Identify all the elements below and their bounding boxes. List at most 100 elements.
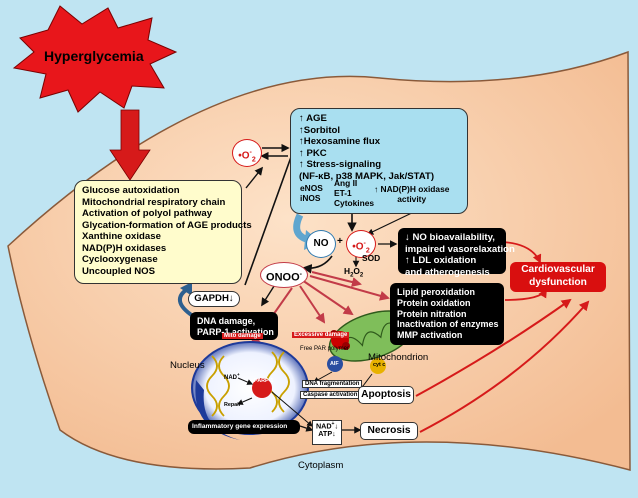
ros-source-item: Activation of polyol pathway [82,208,213,219]
inflammatory-gene-box: Inflammatory gene expression [188,420,300,434]
nucleus-label: Nucleus [170,360,205,371]
superoxide-dot: • [238,150,242,162]
nadph-activity-line: ↑ NAD(P)H oxidase [374,184,450,194]
enos-inos-label: eNOS iNOS [300,183,323,203]
h2o2-sub2: 2 [359,272,364,279]
nad-atp-nad: NAD [315,421,332,431]
free-par-polymer-label: Free PAR polymer [300,346,349,352]
cvd-line: dysfunction [529,276,587,288]
ros-source-item: Glucose autoxidation [82,185,180,196]
superoxide-sub: 2 [365,247,370,255]
no-to-onoo-arrow [302,255,333,274]
nadph-to-superoxide-arrow [366,209,419,235]
nad-atp-down1: ↓ [334,421,339,431]
oxidative-damage-item: Protein nitration [397,308,467,319]
inflammatory-to-nad-arrow [299,424,314,432]
necrosis-to-cvd-arrow [419,300,590,433]
pathway-item: ↑ PKC [299,147,327,159]
enos-label: eNOS [300,183,323,193]
nucleus-shadow [195,380,240,440]
superoxide-dot: • [352,241,356,253]
ros-sources-box: Glucose autoxidation Mitochondrial respi… [74,180,252,284]
nad-small-text: NAD [224,375,237,381]
aif-circle [327,356,343,372]
superoxide-node-2: •O-2 [346,230,376,258]
no-bio-line: and atherogenesis [405,266,490,278]
cytc-label: cyt c [373,362,386,368]
superoxide-node: •O-2 [232,139,262,167]
plus-sign: + [337,236,343,247]
dna-damage-line: DNA damage, [197,316,256,326]
mediators-label: Ang II ET-1 Cytokines [334,178,374,208]
repair-label: Repair [224,402,241,408]
pathways-box: ↑ AGE ↑Sorbitol ↑Hexosamine flux ↑ PKC ↑… [290,108,468,214]
dna-damage-line: PARP-1 activation [197,326,274,337]
sod-label: SOD [362,253,381,263]
oxidative-damage-box: Lipid peroxidation Protein oxidation Pro… [390,283,504,345]
nadph-activity-label: ↑ NAD(P)H oxidase activity [374,184,449,204]
cytc-circle [370,358,386,374]
gapdh-box: GAPDH↓ [188,291,240,307]
mediator-item: Ang II [334,178,358,188]
cytoplasm-label: Cytoplasm [298,460,344,471]
no-bio-line: ↓ NO bioavailability, [405,232,495,243]
sources-to-superoxide-arrow [245,166,264,189]
oxidative-damage-item: MMP activation [397,330,463,341]
nad-small-sup: + [237,372,240,377]
cvd-line: Cardiovascular [521,264,595,275]
superoxide-base: O [355,241,364,253]
mediator-item: Cytokines [334,198,375,209]
nad-to-parp-arrow [237,377,254,385]
mito-damage-label: Mito damage [222,333,263,339]
parp-to-nad-atp-arrow [271,391,313,427]
nad-atp-down2: ↓ [332,429,336,439]
peroxynitrite-label: ONOO [266,271,300,284]
caspase-activation-label: Caspase activation [300,391,361,399]
cardiovascular-dysfunction-box: Cardiovascular dysfunction [510,262,606,292]
hyperglycemia-label: Hyperglycemia [44,48,144,64]
mitochondrion-label: Mitochondrion [368,352,429,363]
h2o2-label: H2O2 [344,266,363,279]
ros-source-item: Glycation-formation of AGE products [82,219,252,231]
no-bioavailability-box: ↓ NO bioavailability, impaired vasorelax… [398,228,515,278]
mediator-item: ET-1 [334,188,352,199]
no-bio-line: impaired vasorelaxation [405,243,515,255]
pathway-item: ↑Hexosamine flux [299,136,381,147]
hyperglycemia-starburst [12,5,178,113]
nad-small-label: NAD+ [224,372,240,381]
superoxide-sub: 2 [251,156,256,164]
superoxide-sup: - [363,240,366,247]
excessive-damage-label: Excessive damage [292,332,350,338]
ros-source-item: Cyclooxygenase [82,254,158,265]
superoxide-sup: - [249,149,252,156]
ros-source-item: Mitochondrial respiratory chain [82,196,226,208]
h2o2-h: H [344,266,351,276]
hyperglycemia-arrow [109,109,151,181]
parp-blob [252,378,272,398]
dna-damage-to-gapdh-arrowhead [180,282,192,296]
peroxynitrite-sup: - [299,271,302,278]
inos-label: iNOS [300,193,321,204]
nad-atp-atp: ATP [318,429,333,439]
superoxide-base: O [241,150,250,162]
no-node: NO [306,230,336,258]
parp-label: PARP-1 [254,378,274,384]
aif-label: AIF [330,361,339,367]
necrosis-box: Necrosis [360,422,418,440]
oxidative-damage-item: Lipid peroxidation [397,287,475,297]
ros-source-item: Uncoupled NOS [82,265,156,277]
h2o2-o: O [353,266,360,276]
pathway-item: ↑ AGE [299,113,327,124]
nadph-activity-line: activity [397,194,427,205]
pathway-item: (NF-κB, p38 MAPK, Jak/STAT) [299,170,435,182]
cell-body [7,50,631,471]
pathway-item: ↑Sorbitol [299,124,341,136]
ros-source-item: Xanthine oxidase [82,231,161,242]
nad-atp-sup: + [331,421,335,427]
h2o2-sub1: 2 [350,272,354,279]
oxidative-damage-item: Inactivation of enzymes [397,319,499,330]
no-bio-line: ↑ LDL oxidation [405,255,477,266]
oxidative-damage-item: Protein oxidation [397,297,471,308]
apoptosis-to-cvd-arrow [415,298,572,397]
